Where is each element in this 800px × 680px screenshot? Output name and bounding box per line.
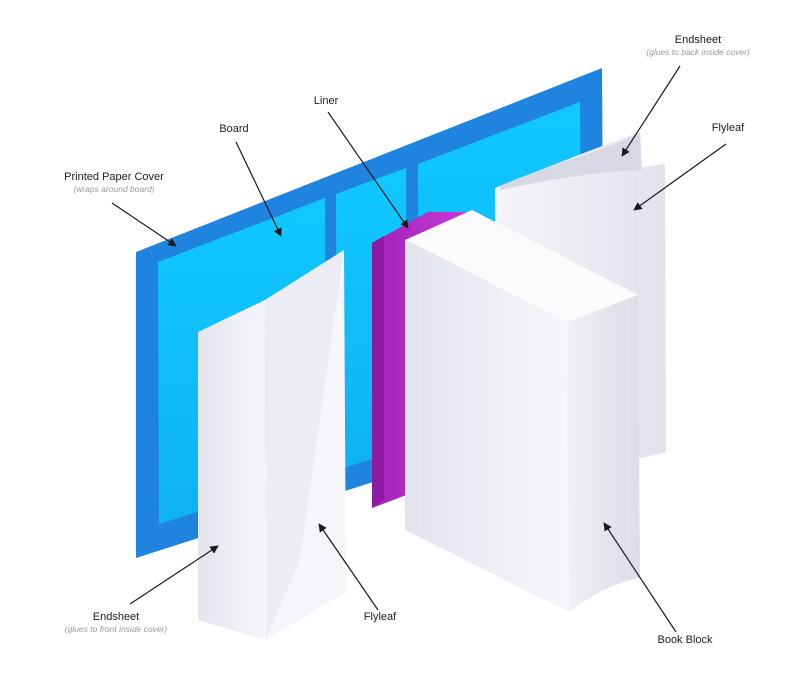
label-endsheet-front-main: Endsheet xyxy=(92,611,140,623)
label-board: Board xyxy=(204,123,264,135)
label-flyleaf-front: Flyleaf xyxy=(350,611,410,623)
book-block-top xyxy=(405,210,638,322)
front-flyleaf-shadow xyxy=(265,250,344,640)
arrow-board xyxy=(235,141,282,237)
label-printed-cover-main: Printed Paper Cover xyxy=(64,171,164,183)
label-endsheet-back-main: Endsheet xyxy=(674,34,722,46)
label-endsheet-front-sub: (glues to front inside cover) xyxy=(64,624,168,634)
leader-arrows xyxy=(111,65,727,633)
arrow-endsheet-back xyxy=(621,65,681,157)
liner-edge xyxy=(372,236,384,508)
label-liner-main: Liner xyxy=(313,95,339,107)
label-liner: Liner xyxy=(298,95,354,107)
label-printed-cover: Printed Paper Cover (wraps around board) xyxy=(48,171,180,194)
arrow-flyleaf-front xyxy=(318,523,379,611)
label-book-block: Book Block xyxy=(640,634,730,646)
arrow-endsheet-front xyxy=(129,545,219,605)
label-endsheet-back-sub: (glues to back inside cover) xyxy=(646,47,750,57)
book-block-front xyxy=(405,240,569,612)
back-endsheet-fold xyxy=(500,132,642,190)
label-flyleaf-back-main: Flyleaf xyxy=(711,122,745,134)
arrow-book-block xyxy=(603,522,677,633)
label-printed-cover-sub: (wraps around board) xyxy=(73,184,155,194)
label-endsheet-front: Endsheet (glues to front inside cover) xyxy=(36,611,196,634)
front-endsheet-shape xyxy=(198,300,266,640)
label-board-main: Board xyxy=(219,123,249,135)
label-flyleaf-front-main: Flyleaf xyxy=(363,611,397,623)
arrow-flyleaf-back xyxy=(633,143,727,211)
book-block-side xyxy=(567,295,640,612)
label-endsheet-back: Endsheet (glues to back inside cover) xyxy=(618,34,778,57)
arrow-printed-cover xyxy=(111,202,177,247)
arrow-liner xyxy=(327,111,409,229)
label-flyleaf-back: Flyleaf xyxy=(698,122,758,134)
label-book-block-main: Book Block xyxy=(657,634,713,646)
